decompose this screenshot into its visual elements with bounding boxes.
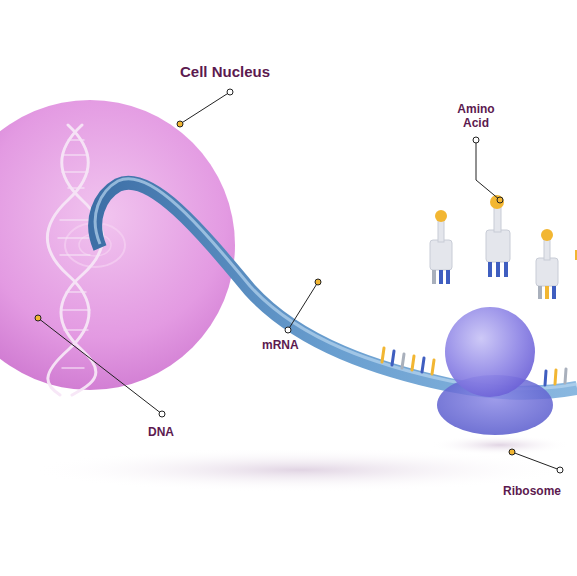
- ribosome-large-subunit: [445, 307, 535, 397]
- callout-label: mRNA: [262, 338, 322, 352]
- leader-lines: [38, 92, 560, 470]
- amino-acid-trna: [486, 195, 510, 277]
- leader-dots: [35, 89, 563, 473]
- callout-label: Cell Nucleus: [180, 63, 320, 81]
- callout-label: DNA: [148, 425, 208, 439]
- amino-acid-trna: [575, 250, 577, 260]
- cell-nucleus: [0, 100, 235, 390]
- callout-label: Amino Acid: [446, 102, 506, 130]
- amino-acid-trna: [430, 210, 452, 284]
- ribosome-shadow: [430, 435, 570, 455]
- dna-helix: [47, 125, 102, 395]
- amino-acid-trna: [536, 229, 558, 299]
- callout-label: Ribosome: [503, 484, 575, 498]
